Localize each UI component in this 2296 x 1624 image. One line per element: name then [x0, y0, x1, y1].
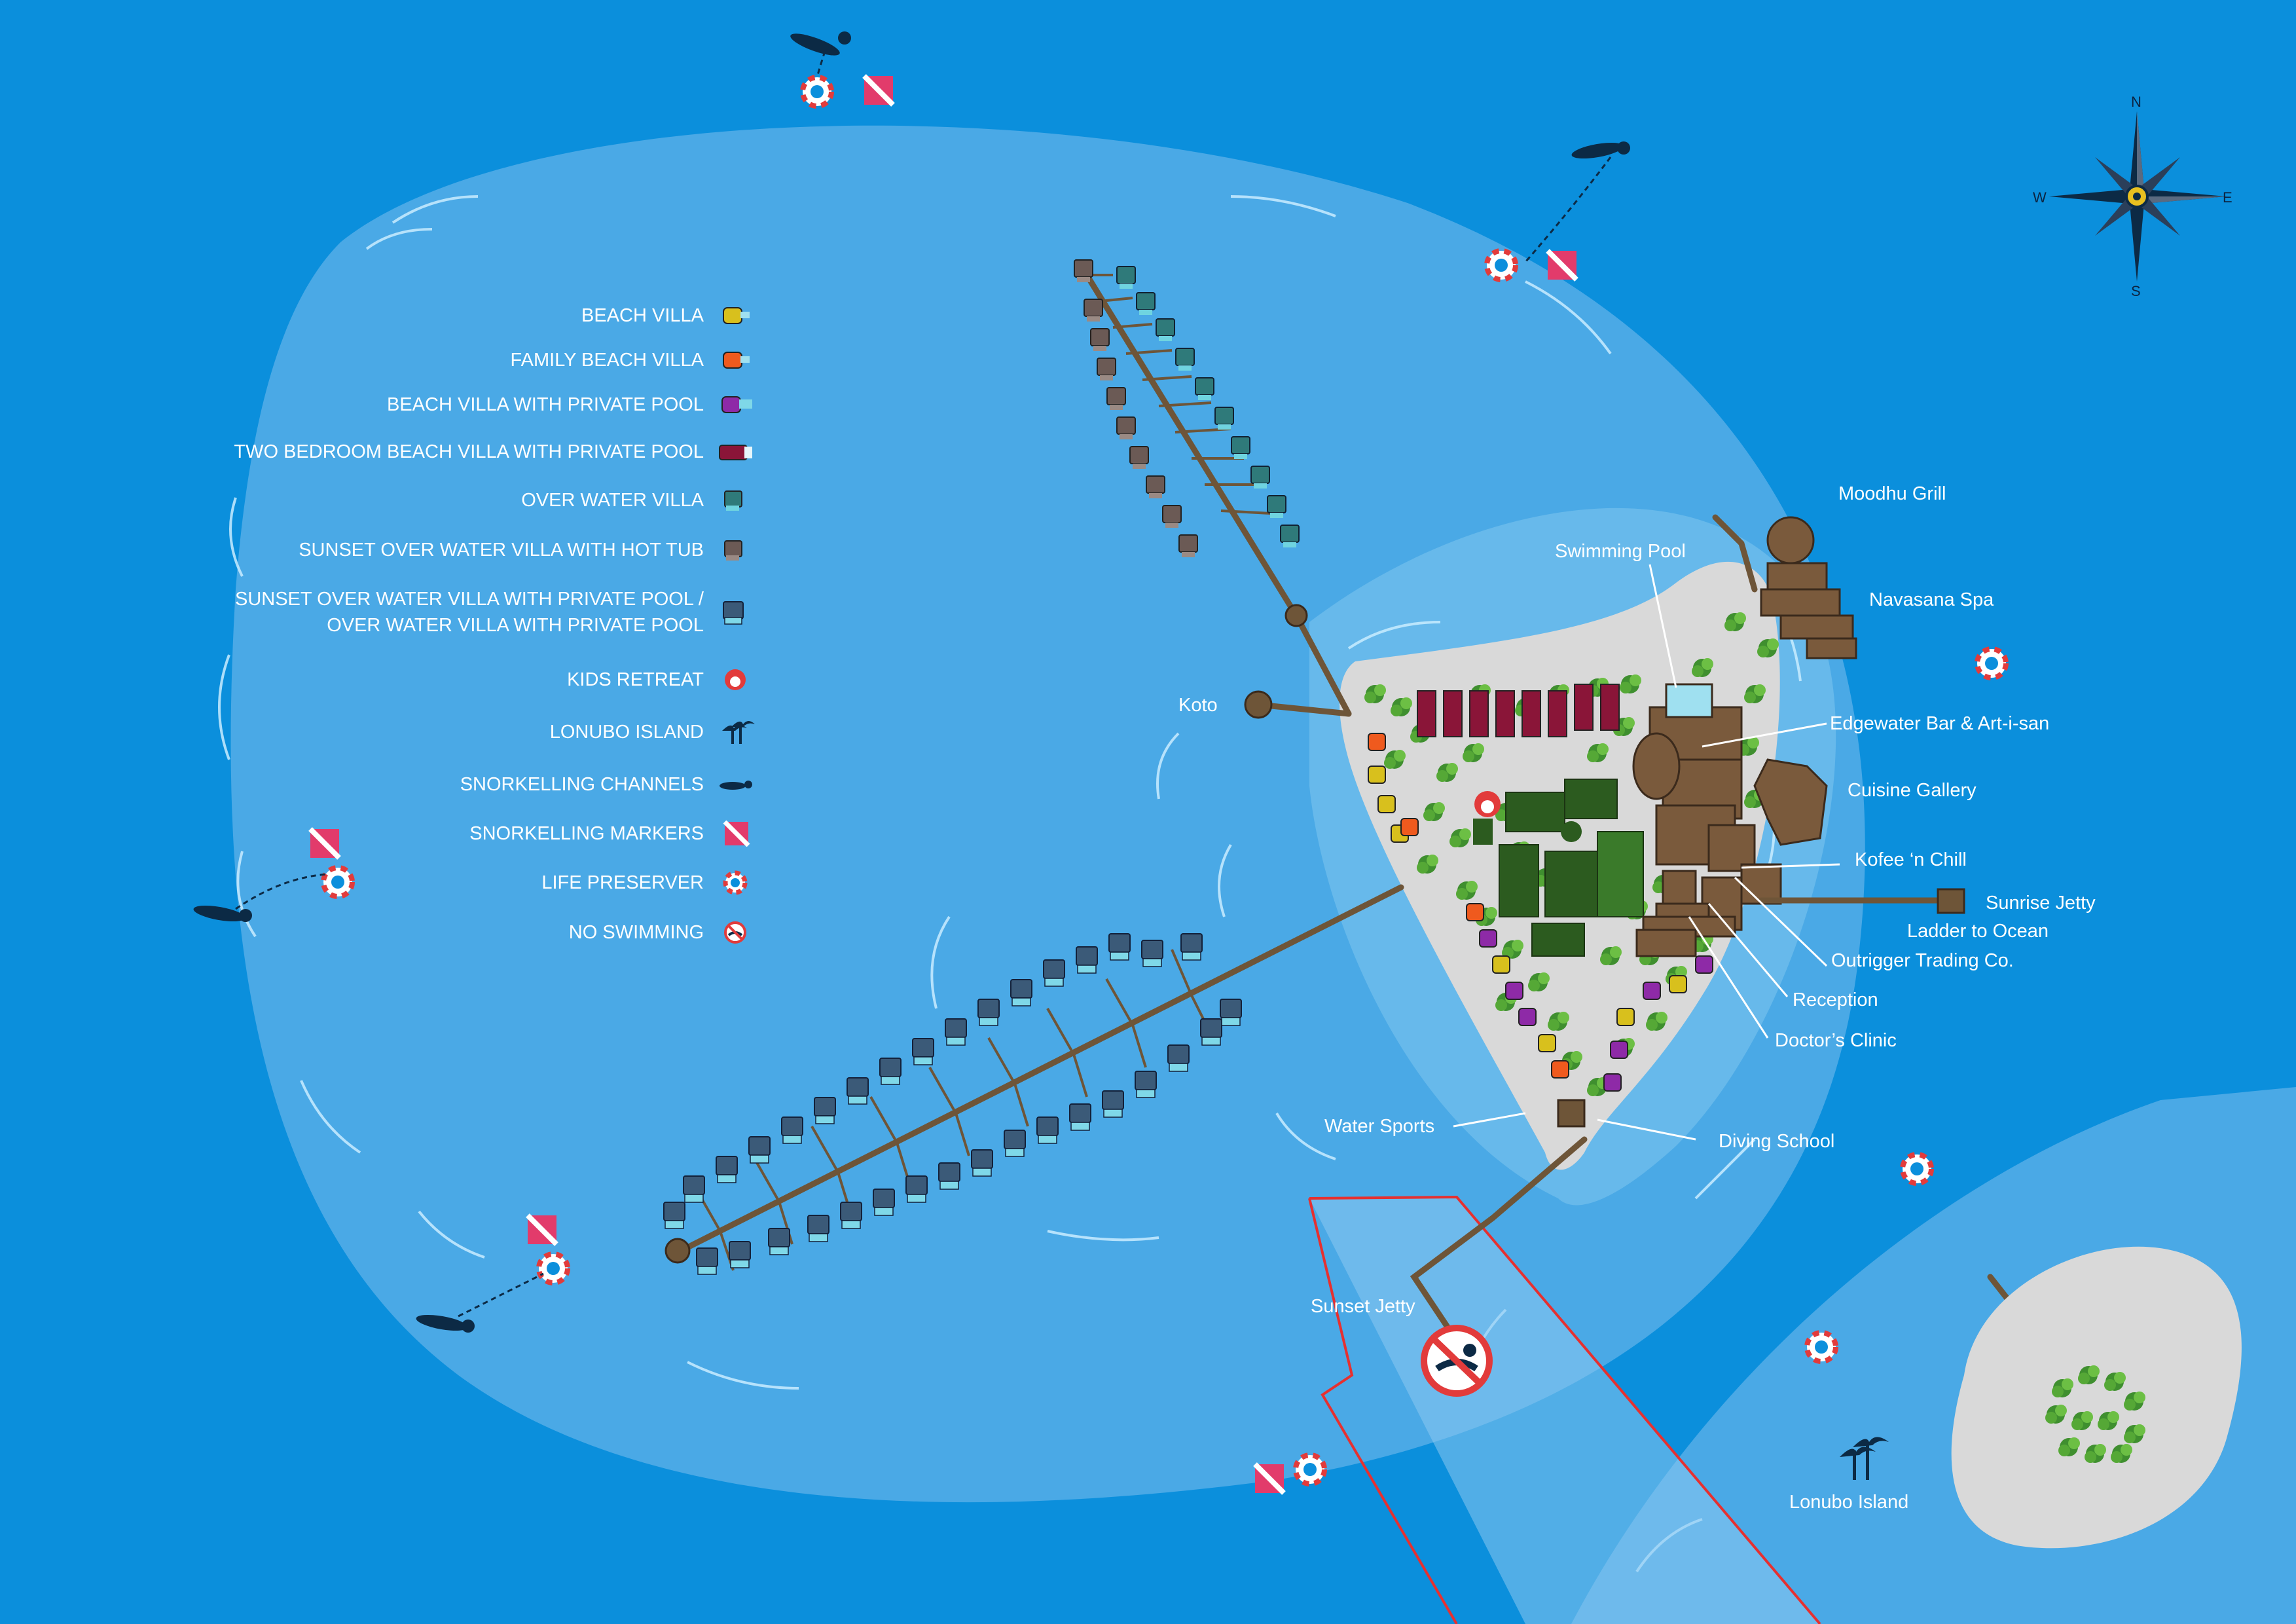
legend-snorkelling-channels: SNORKELLING CHANNELS [460, 771, 755, 798]
sunrise-jetty-end [1937, 888, 1965, 914]
legend-kids-retreat: KIDS RETREAT [567, 667, 755, 693]
legend-label: SNORKELLING MARKERS [469, 823, 704, 844]
label-kofee: Kofee ‘n Chill [1855, 849, 1967, 870]
palm-tree-icon [1840, 1437, 1889, 1480]
legend-label: SUNSET OVER WATER VILLA WITH HOT TUB [299, 540, 704, 561]
legend-beach-villa: BEACH VILLA [581, 303, 755, 329]
legend-family-beach-villa: FAMILY BEACH VILLA [511, 347, 756, 373]
legend-sunset-hot-tub: SUNSET OVER WATER VILLA WITH HOT TUB [299, 537, 755, 563]
koto-platform [1244, 690, 1273, 719]
label-ladder-to-ocean: Ladder to Ocean [1907, 921, 2049, 942]
no-swimming-icon [1421, 1325, 1493, 1397]
kids-retreat-legend-icon [725, 669, 746, 690]
legend-sunset-private-pool: SUNSET OVER WATER VILLA WITH PRIVATE POO… [235, 586, 755, 638]
two-bedroom-villa-icon [719, 445, 752, 460]
label-edgewater: Edgewater Bar & Art-i-san [1830, 713, 2050, 734]
lonubo-island-shape [1951, 1246, 2242, 1549]
beach-villas [1368, 733, 1713, 1092]
snorkelling-markers [308, 74, 1578, 1495]
label-koto: Koto [1178, 695, 1218, 716]
legend-lonubo-island: LONUBO ISLAND [550, 719, 755, 745]
legend-label: TWO BEDROOM BEACH VILLA WITH PRIVATE POO… [234, 441, 704, 462]
legend-label: KIDS RETREAT [567, 669, 704, 690]
legend-label: BEACH VILLA WITH PRIVATE POOL [387, 394, 704, 415]
label-moodhu-grill: Moodhu Grill [1838, 483, 1946, 504]
legend-label: FAMILY BEACH VILLA [510, 350, 704, 371]
palm-tree-legend-icon [722, 721, 755, 744]
compass-rose [2049, 111, 2226, 282]
label-water-sports: Water Sports [1324, 1116, 1435, 1137]
legend-snorkelling-markers: SNORKELLING MARKERS [469, 821, 755, 847]
no-swim-zone-border [1309, 1195, 1821, 1624]
label-outrigger: Outrigger Trading Co. [1831, 950, 2014, 971]
label-sunrise-jetty: Sunrise Jetty [1986, 893, 2096, 913]
sunset-villa-hot-tub-icon [724, 540, 742, 561]
beach-villa-pool-icon [721, 396, 752, 413]
compass-n: N [2131, 94, 2141, 110]
life-preservers [321, 75, 2009, 1486]
compass-s: S [2131, 283, 2141, 299]
label-swimming-pool: Swimming Pool [1555, 541, 1686, 562]
overwater-villas-north [1074, 259, 1300, 558]
main-buildings [1632, 706, 1828, 957]
legend-label-line1: SUNSET OVER WATER VILLA WITH PRIVATE POO… [234, 589, 704, 610]
legend-label: BEACH VILLA [581, 305, 704, 326]
grill-and-spa [1760, 516, 1857, 659]
legend-label: LIFE PRESERVER [541, 872, 704, 893]
family-beach-villa-icon [723, 352, 750, 369]
legend-label: SNORKELLING CHANNELS [460, 774, 704, 795]
sunset-villa-private-pool-icon [723, 601, 744, 625]
legend-label: NO SWIMMING [568, 922, 704, 943]
legend-no-swimming: NO SWIMMING [569, 919, 755, 946]
legend-life-preserver: LIFE PRESERVER [541, 870, 755, 896]
legend-label: OVER WATER VILLA [521, 490, 704, 511]
snorkelling-marker-icon [723, 821, 750, 847]
legend-label: LONUBO ISLAND [549, 722, 704, 743]
overwater-villas-south [663, 933, 1242, 1275]
legend-label-line2: OVER WATER VILLA WITH PRIVATE POOL [327, 615, 704, 636]
label-diving-school: Diving School [1719, 1131, 1835, 1152]
label-cuisine-gallery: Cuisine Gallery [1848, 780, 1977, 801]
over-water-villa-icon [724, 490, 742, 511]
life-preserver-icon [723, 870, 748, 895]
beach-villa-icon [723, 307, 750, 324]
leader-lines [1453, 564, 1840, 1141]
two-bedroom-villas [1417, 684, 1620, 737]
snorkelling-channels [193, 31, 1630, 1333]
legend-beach-villa-private-pool: BEACH VILLA WITH PRIVATE POOL [387, 392, 755, 418]
compass-e: E [2223, 189, 2232, 206]
legend-label: SUNSET OVER WATER VILLA WITH PRIVATE POO… [235, 586, 704, 638]
legend-two-bedroom: TWO BEDROOM BEACH VILLA WITH PRIVATE POO… [234, 439, 755, 465]
label-sunset-jetty: Sunset Jetty [1311, 1296, 1415, 1317]
no-swimming-legend-icon [724, 921, 746, 944]
legend-over-water-villa: OVER WATER VILLA [521, 487, 755, 513]
central-facilities [1473, 779, 1644, 957]
label-navasana-spa: Navasana Spa [1869, 589, 1994, 610]
label-doctors-clinic: Doctor’s Clinic [1775, 1030, 1897, 1051]
label-lonubo-island: Lonubo Island [1789, 1492, 1909, 1513]
swimming-pool-shape [1665, 683, 1713, 718]
snorkeller-icon [720, 781, 752, 790]
label-reception: Reception [1793, 989, 1878, 1010]
kids-retreat-icon [1474, 791, 1501, 817]
compass-w: W [2033, 189, 2047, 206]
